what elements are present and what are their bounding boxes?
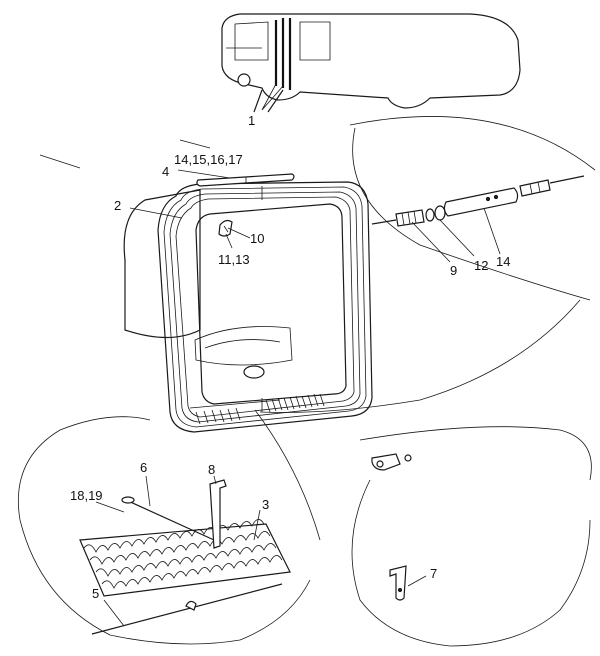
vehicle-overview xyxy=(221,13,521,113)
callout-1: 1 xyxy=(248,113,255,128)
callout-9: 9 xyxy=(450,263,457,278)
callout-12: 12 xyxy=(474,258,488,273)
callout-14: 14 xyxy=(496,254,510,269)
callout-labels: 1 14,15,16,17 4 2 10 11,13 9 12 14 6 8 1… xyxy=(70,113,510,601)
body-outline-curves xyxy=(17,116,596,647)
hinge-detail xyxy=(371,453,412,601)
top-trim-strip xyxy=(196,173,295,187)
radiator-surround xyxy=(123,181,373,433)
callout-7: 7 xyxy=(430,566,437,581)
callout-8: 8 xyxy=(208,462,215,477)
callout-10: 10 xyxy=(250,231,264,246)
grille-panel xyxy=(79,479,291,635)
callout-6: 6 xyxy=(140,460,147,475)
callout-4: 4 xyxy=(162,164,169,179)
leader-lines xyxy=(95,83,501,627)
callout-11-13: 11,13 xyxy=(218,252,250,267)
rod-assembly xyxy=(371,175,585,227)
callout-18-19: 18,19 xyxy=(70,488,103,503)
callout-14-15-16-17: 14,15,16,17 xyxy=(174,152,243,167)
callout-2: 2 xyxy=(114,198,121,213)
callout-3: 3 xyxy=(262,497,269,512)
callout-5: 5 xyxy=(92,586,99,601)
